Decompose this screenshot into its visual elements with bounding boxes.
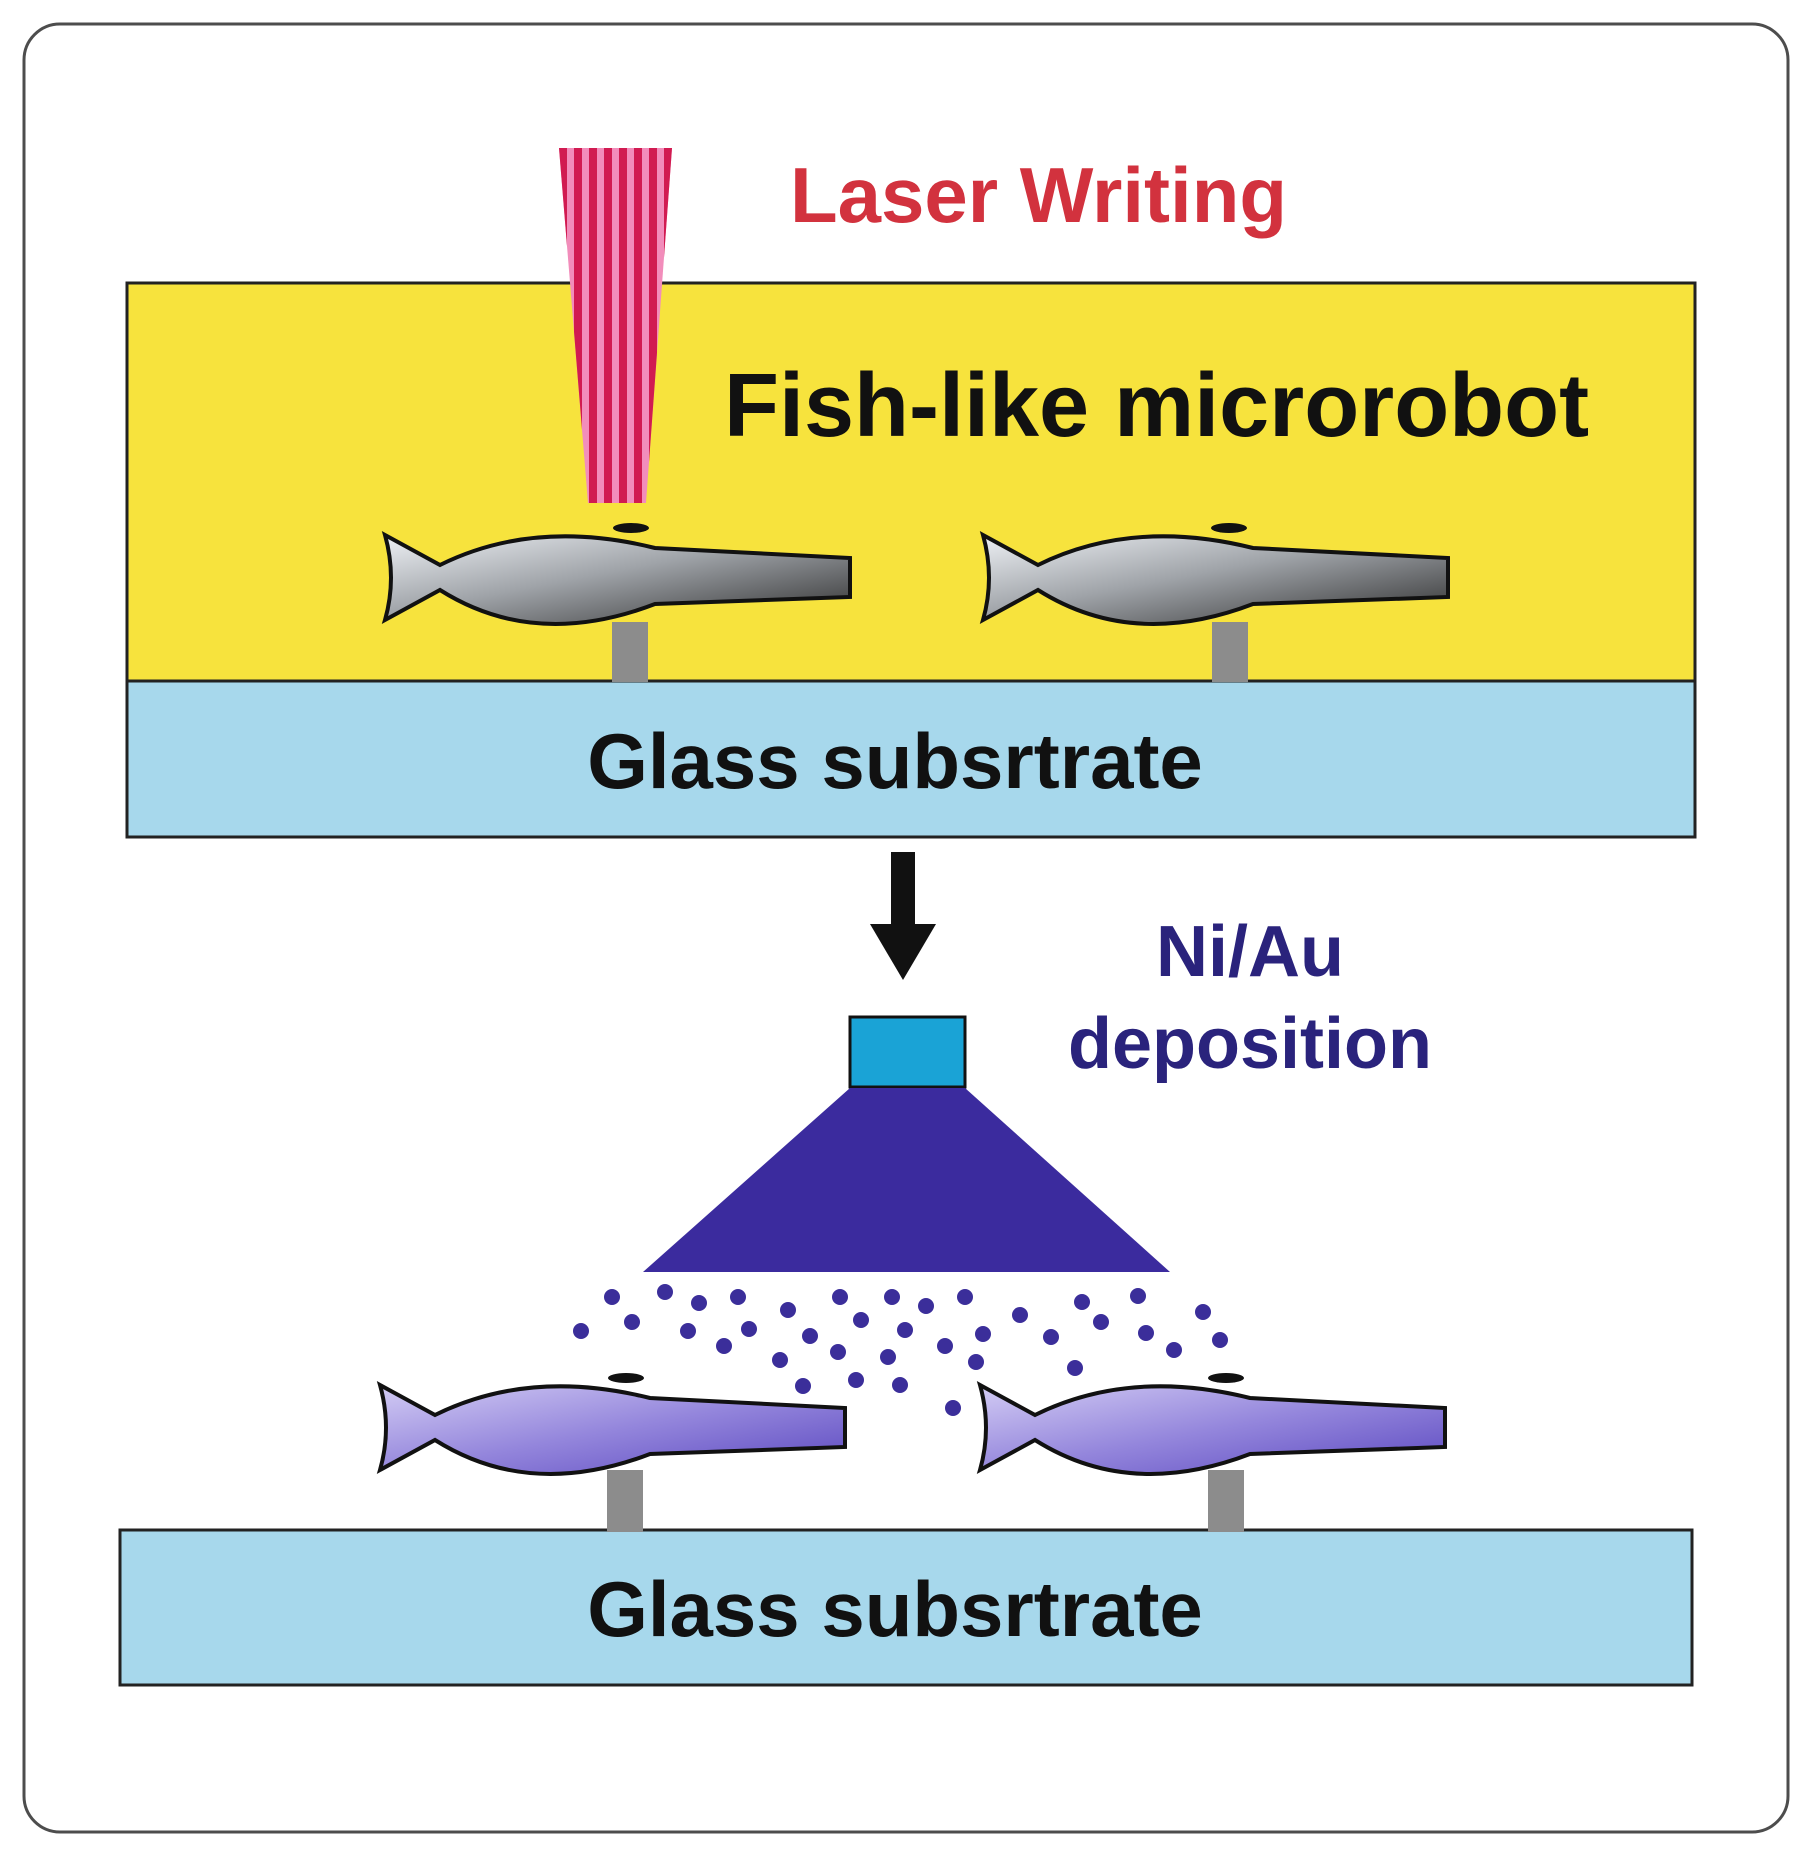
support-post — [612, 622, 648, 682]
deposition-spray-cone — [643, 1088, 1170, 1272]
fish-eye — [613, 523, 649, 533]
fish-microrobot-uncoated — [981, 523, 1450, 626]
fish-microrobot-uncoated — [383, 523, 852, 626]
support-post — [1208, 1470, 1244, 1532]
support-post — [1212, 622, 1248, 682]
photoresist-layer — [125, 281, 1697, 683]
fish-eye — [1211, 523, 1247, 533]
deposition-label-line2: deposition — [1068, 1004, 1432, 1084]
down-arrow-icon — [870, 852, 936, 980]
fish-microrobot-label: Fish-like microrobot — [724, 356, 1589, 456]
glass-substrate-label-top: Glass subsrtrate — [587, 717, 1203, 805]
glass-substrate-top — [125, 679, 1697, 839]
deposition-source — [848, 1015, 967, 1089]
fish-eye — [608, 1373, 644, 1383]
fish-eye — [1208, 1373, 1244, 1383]
metal-particles — [573, 1284, 1228, 1416]
laser-writing-label: Laser Writing — [790, 151, 1287, 239]
deposition-label-line1: Ni/Au — [1156, 912, 1344, 992]
support-post — [607, 1470, 643, 1532]
glass-substrate-bottom — [118, 1528, 1694, 1687]
glass-substrate-label-bottom: Glass subsrtrate — [587, 1565, 1203, 1653]
fish-microrobot-coated — [378, 1373, 847, 1476]
fish-microrobot-coated — [978, 1373, 1447, 1476]
